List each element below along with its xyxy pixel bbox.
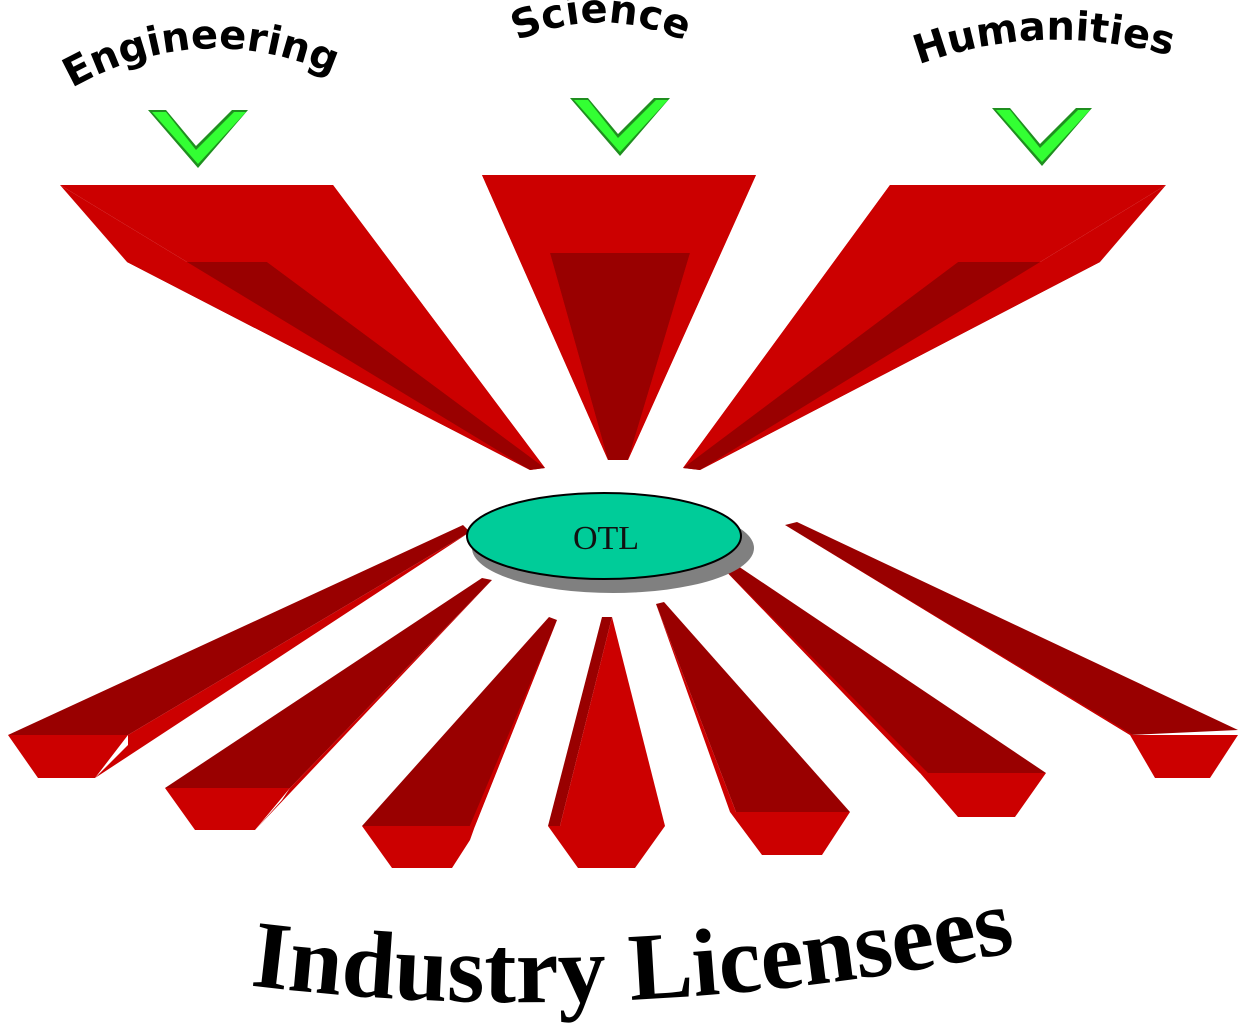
spoke-6 bbox=[720, 562, 1046, 817]
check-icon bbox=[148, 110, 248, 168]
spoke-2 bbox=[165, 578, 492, 830]
otl-hub-ellipse bbox=[466, 492, 742, 580]
otl-hub-label: OTL bbox=[573, 520, 639, 557]
spoke-7 bbox=[785, 522, 1238, 778]
funnel-engineering bbox=[60, 185, 545, 470]
spoke-4 bbox=[548, 617, 665, 868]
source-label-humanities: Humanities bbox=[908, 4, 1180, 74]
source-label-science: Science bbox=[505, 0, 698, 50]
check-icon bbox=[570, 98, 670, 156]
source-label-engineering: Engineering bbox=[55, 12, 345, 97]
otl-hub: OTL bbox=[466, 492, 754, 593]
spoke-3 bbox=[362, 617, 557, 868]
check-icon bbox=[992, 108, 1092, 166]
industry-licensees-title: Industry Licensees bbox=[247, 867, 1020, 1023]
spoke-1 bbox=[8, 525, 470, 778]
funnel-science bbox=[482, 175, 756, 460]
spoke-5 bbox=[656, 602, 850, 855]
funnel-humanities bbox=[683, 185, 1166, 470]
